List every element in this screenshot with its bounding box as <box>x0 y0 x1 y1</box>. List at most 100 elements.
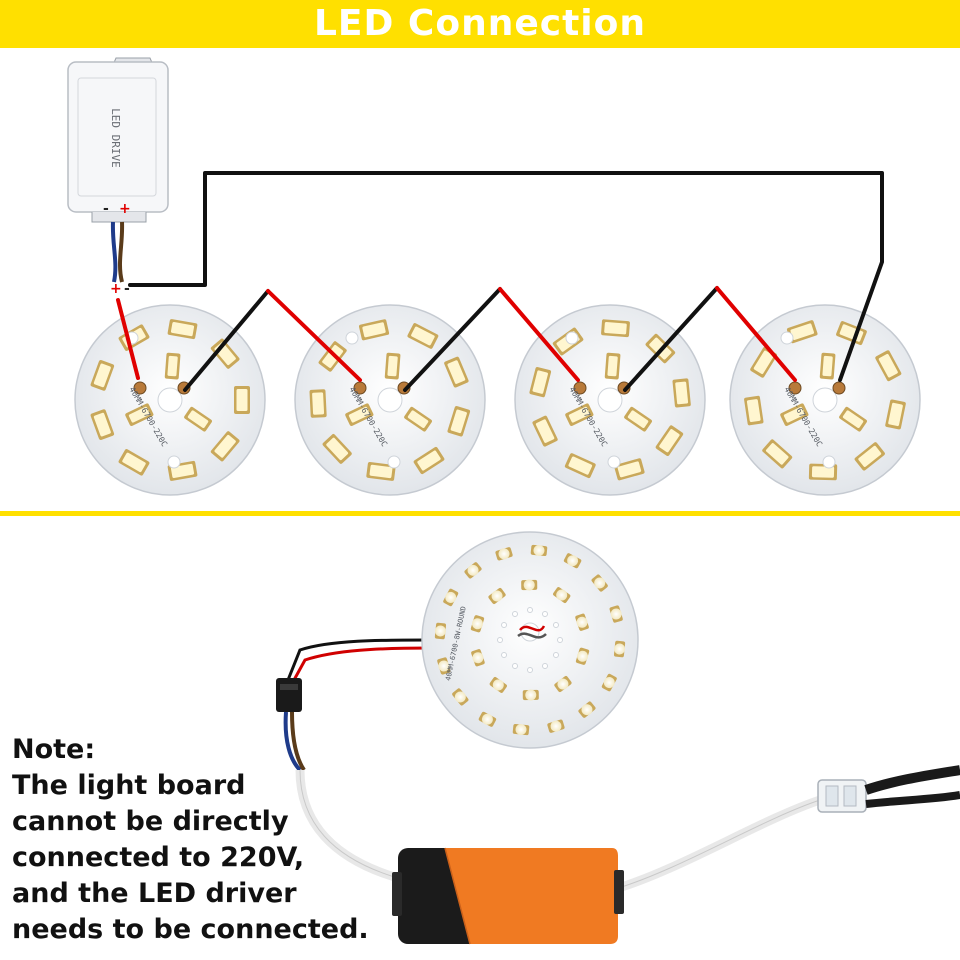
led-chip <box>532 415 558 447</box>
led-chip <box>836 321 867 346</box>
driver-minus-label: - <box>103 201 109 217</box>
led-board: 40MM-6700-220C <box>294 304 486 496</box>
wire-negative-loop <box>128 171 884 382</box>
terminal-block <box>817 779 867 813</box>
led-board: 40MM-6700-220C <box>514 304 706 496</box>
driver-plus-label: + <box>119 201 131 217</box>
note-line: The light board <box>12 770 246 801</box>
led-chip <box>478 711 497 727</box>
led-chip <box>624 406 652 432</box>
led-chip <box>744 395 764 426</box>
led-chip <box>234 386 250 414</box>
led-chip <box>90 360 115 391</box>
driver-label: LED DRIVE <box>109 108 122 168</box>
note-line: cannot be directly <box>12 806 289 837</box>
led-board: 40MM-6700-220C <box>729 304 921 496</box>
wire-b2-negative <box>403 287 502 392</box>
led-chip <box>318 341 347 372</box>
led-chip <box>164 352 181 380</box>
led-chip <box>780 403 809 426</box>
bottom-red-wire <box>292 646 431 681</box>
led-chip <box>125 403 154 426</box>
led-chip <box>578 701 596 718</box>
driver-blue-cable <box>110 221 118 283</box>
bottom-black-wire <box>286 638 431 681</box>
note-line: Note: <box>12 734 96 765</box>
led-driver-top: LED DRIVE + - <box>67 57 169 223</box>
led-chip <box>575 647 590 665</box>
led-chip <box>309 389 327 418</box>
led-chip <box>512 723 530 736</box>
output-minus-label: - <box>124 281 130 297</box>
wiring <box>116 171 884 392</box>
led-chip <box>118 449 150 476</box>
led-chip <box>655 425 684 456</box>
wire-b4-positive <box>715 286 797 382</box>
led-chip <box>614 458 645 481</box>
led-chip <box>521 579 538 591</box>
section-divider <box>0 511 960 516</box>
led-chip <box>434 622 447 640</box>
wire-b3-negative <box>623 286 719 392</box>
led-chip <box>854 442 885 471</box>
led-chip <box>885 399 906 430</box>
led-chip <box>563 553 582 569</box>
led-chip <box>601 673 617 692</box>
led-chip <box>613 640 626 658</box>
wire-positive-in <box>116 298 140 380</box>
led-chip <box>345 403 374 426</box>
driver-brown-cable <box>118 221 125 283</box>
led-chip <box>444 356 469 388</box>
wire-b1-negative <box>183 289 270 392</box>
led-chip <box>495 547 513 561</box>
led-chip <box>762 439 793 469</box>
led-chip <box>184 406 212 432</box>
led-chip <box>447 406 471 437</box>
led-chip <box>90 409 115 440</box>
note-line: needs to be connected. <box>12 914 369 945</box>
led-chip <box>839 406 867 432</box>
led-chip <box>529 367 552 398</box>
led-chip <box>384 352 401 380</box>
led-chip <box>437 657 451 675</box>
led-chip <box>601 319 630 338</box>
led-chip <box>750 346 778 378</box>
led-chip <box>564 453 596 478</box>
led-chip <box>591 574 608 592</box>
led-chip <box>413 446 445 475</box>
led-chip <box>819 352 836 380</box>
white-cable-right <box>610 795 822 895</box>
led-chip <box>672 378 691 408</box>
led-chip <box>875 350 902 382</box>
led-chip <box>210 431 240 462</box>
led-chip <box>565 403 594 426</box>
note-text: Note: The light board cannot be directly… <box>12 732 392 948</box>
led-chip <box>522 689 539 701</box>
led-chip <box>786 320 818 344</box>
led-chip <box>452 688 469 706</box>
led-chip <box>489 677 507 693</box>
led-chip <box>488 587 506 604</box>
led-chip <box>322 434 352 464</box>
mains-cable <box>864 765 960 795</box>
led-chip <box>575 613 589 631</box>
led-chip <box>470 615 485 633</box>
led-chip <box>604 352 621 380</box>
plug-connector <box>276 678 302 712</box>
led-chip <box>359 319 390 341</box>
page-title: LED Connection <box>313 3 647 44</box>
led-driver-bottom <box>392 847 624 945</box>
note-line: connected to 220V, <box>12 842 305 873</box>
led-chip <box>464 562 482 579</box>
led-chip <box>366 461 396 481</box>
led-board: 40MM-6700-220C <box>74 304 266 496</box>
bottom-assembly: 40MM-6700-8W-ROUND <box>276 531 960 945</box>
led-chip <box>167 319 198 340</box>
connector-brown-wire <box>290 711 306 772</box>
led-chip <box>530 544 548 557</box>
led-chip <box>407 323 439 349</box>
led-chip <box>404 406 432 432</box>
note-line: and the LED driver <box>12 878 297 909</box>
